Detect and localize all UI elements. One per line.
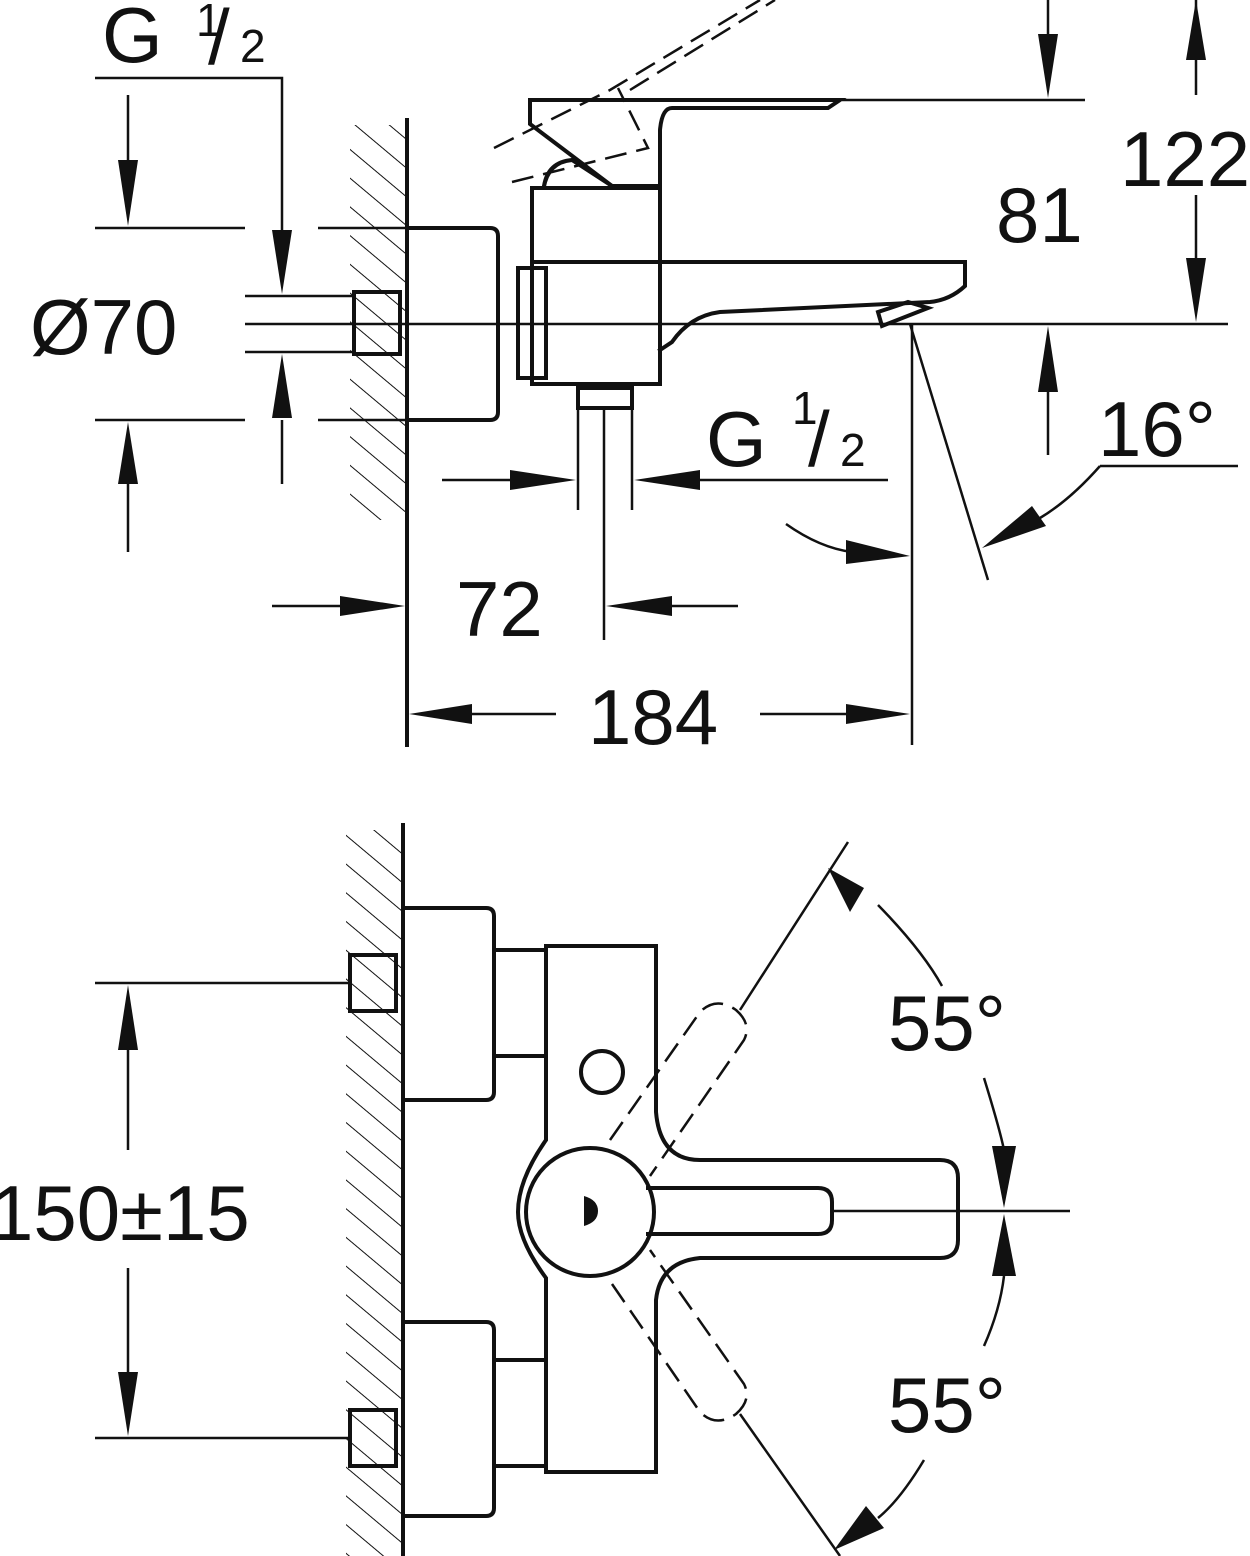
lever-dashed-up bbox=[608, 1002, 748, 1177]
spout bbox=[657, 260, 967, 353]
lever-hinge bbox=[541, 157, 615, 189]
svg-text:1: 1 bbox=[792, 382, 818, 434]
handle-disc bbox=[524, 1146, 656, 1278]
label-55-down: 55° bbox=[888, 1361, 1006, 1449]
label-81: 81 bbox=[996, 171, 1083, 259]
lever-dashed bbox=[493, 0, 761, 150]
indicator bbox=[584, 1196, 598, 1226]
small-hole bbox=[579, 1049, 625, 1095]
label-184: 184 bbox=[588, 673, 718, 761]
arrow bbox=[272, 354, 292, 418]
arrow bbox=[510, 470, 576, 490]
arrow bbox=[982, 506, 1046, 548]
wall-hatch-bottom bbox=[346, 830, 402, 1556]
label-diameter: Ø70 bbox=[30, 283, 177, 371]
arrow bbox=[828, 868, 864, 912]
arrow bbox=[118, 160, 138, 226]
arrow bbox=[846, 540, 910, 564]
lever-dashed-2 bbox=[511, 87, 650, 184]
label-spacing: 150±15 bbox=[0, 1169, 250, 1257]
arrow bbox=[1038, 34, 1058, 98]
label-thread-top: G bbox=[102, 0, 163, 79]
body-top bbox=[515, 944, 960, 1474]
label-55-up: 55° bbox=[888, 979, 1006, 1067]
lever bbox=[528, 98, 847, 188]
arrow bbox=[1186, 258, 1206, 322]
label-thread-bottom: G bbox=[706, 395, 767, 483]
mixer-body bbox=[530, 186, 662, 386]
arrow bbox=[846, 704, 910, 724]
arrow bbox=[1038, 326, 1058, 392]
lever-top bbox=[646, 1186, 834, 1236]
arrow bbox=[992, 1214, 1016, 1276]
spout-tip bbox=[875, 299, 935, 329]
wall-hatch-top bbox=[350, 125, 405, 520]
arrow bbox=[118, 1372, 138, 1436]
svg-text:2: 2 bbox=[240, 20, 266, 72]
svg-text:1: 1 bbox=[196, 0, 222, 46]
arrow bbox=[409, 704, 472, 724]
top-view: 150±15 55° 55° bbox=[0, 823, 1070, 1556]
arrow bbox=[118, 422, 138, 484]
arrow bbox=[606, 596, 672, 616]
lever-dashed-down bbox=[610, 1249, 748, 1422]
arrow bbox=[340, 596, 405, 616]
arrow bbox=[1186, 0, 1206, 60]
svg-text:/: / bbox=[208, 0, 230, 81]
label-16deg: 16° bbox=[1098, 385, 1216, 473]
label-122: 122 bbox=[1120, 115, 1250, 203]
svg-text:/: / bbox=[808, 395, 830, 483]
arrow bbox=[834, 1506, 884, 1550]
arrow bbox=[272, 230, 292, 294]
lever-dashed-3 bbox=[629, 0, 776, 92]
arrow bbox=[634, 470, 700, 490]
diverter bbox=[576, 386, 634, 410]
svg-text:2: 2 bbox=[840, 424, 866, 476]
arrow bbox=[992, 1146, 1016, 1208]
arrow bbox=[118, 985, 138, 1050]
escutcheon-upper bbox=[401, 906, 496, 1102]
label-72: 72 bbox=[456, 565, 543, 653]
side-view: G 1 / 2 Ø70 81 122 G 1 / 2 16° 72 184 bbox=[30, 0, 1250, 761]
escutcheon-lower bbox=[401, 1320, 496, 1518]
